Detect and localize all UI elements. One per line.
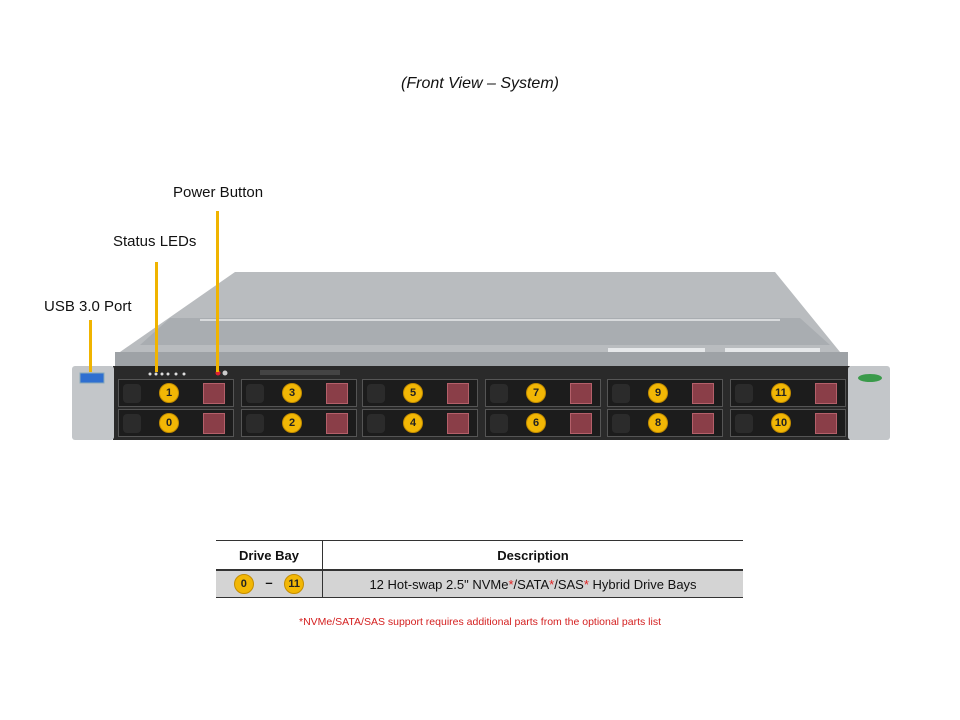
drive-grill-icon <box>612 414 630 433</box>
drive-grill-icon <box>612 384 630 403</box>
bay-number-badge: 6 <box>526 413 546 433</box>
drive-grill-icon <box>735 414 753 433</box>
drive-grill-icon <box>490 414 508 433</box>
usb-port-icon <box>79 372 105 384</box>
drive-release-latch[interactable] <box>203 413 225 434</box>
desc-text: /SAS <box>554 576 584 592</box>
drive-bay[interactable]: 3 <box>241 379 357 407</box>
bay-number-badge: 5 <box>403 383 423 403</box>
header-description: Description <box>322 540 743 571</box>
desc-text: /SATA <box>513 576 550 592</box>
callout-line-usb <box>89 320 92 372</box>
drive-bay[interactable]: 5 <box>362 379 478 407</box>
asterisk: * <box>583 576 589 592</box>
bay-badge-end: 11 <box>284 574 305 594</box>
asterisk: * <box>549 576 555 592</box>
table-row: 0 – 11 12 Hot-swap 2.5" NVMe*/SATA*/SAS*… <box>216 570 743 598</box>
drive-release-latch[interactable] <box>692 383 714 404</box>
callout-line-power <box>216 211 219 372</box>
callout-line-leds <box>155 262 158 372</box>
drive-release-latch[interactable] <box>570 413 592 434</box>
left-rack-ear <box>72 366 114 440</box>
desc-text: Hybrid Drive Bays <box>588 576 697 592</box>
drive-bay[interactable]: 1 <box>118 379 234 407</box>
drive-grill-icon <box>735 384 753 403</box>
header-drive-bay: Drive Bay <box>216 540 323 571</box>
bay-number-badge: 10 <box>771 413 791 433</box>
drive-bay[interactable]: 9 <box>607 379 723 407</box>
drive-bay-table: Drive Bay Description 0 – 11 12 Hot-swap… <box>216 540 743 598</box>
drive-grill-icon <box>490 384 508 403</box>
bay-number-badge: 8 <box>648 413 668 433</box>
drive-bay[interactable]: 4 <box>362 409 478 437</box>
drive-release-latch[interactable] <box>203 383 225 404</box>
asterisk: * <box>508 576 514 592</box>
drive-release-latch[interactable] <box>326 383 348 404</box>
footnote: *NVMe/SATA/SAS support requires addition… <box>298 616 662 628</box>
bay-number-badge: 0 <box>159 413 179 433</box>
drive-grill-icon <box>246 414 264 433</box>
drive-bay[interactable]: 10 <box>730 409 846 437</box>
drive-grill-icon <box>367 384 385 403</box>
drive-release-latch[interactable] <box>692 413 714 434</box>
drive-bay[interactable]: 2 <box>241 409 357 437</box>
bay-badge-start: 0 <box>233 574 254 594</box>
drive-release-latch[interactable] <box>570 383 592 404</box>
range-dash: – <box>265 575 273 591</box>
drive-bay[interactable]: 8 <box>607 409 723 437</box>
drive-grill-icon <box>123 414 141 433</box>
bay-number-badge: 9 <box>648 383 668 403</box>
drive-grill-icon <box>123 384 141 403</box>
callout-status-leds: Status LEDs <box>113 233 197 250</box>
logo-badge <box>858 374 882 382</box>
bay-number-badge: 7 <box>526 383 546 403</box>
bay-number-badge: 2 <box>282 413 302 433</box>
drive-release-latch[interactable] <box>815 413 837 434</box>
bay-number-badge: 4 <box>403 413 423 433</box>
callout-usb-port: USB 3.0 Port <box>44 298 132 315</box>
callout-power-button: Power Button <box>173 184 264 201</box>
drive-grill-icon <box>246 384 264 403</box>
drive-release-latch[interactable] <box>447 413 469 434</box>
description-cell: 12 Hot-swap 2.5" NVMe*/SATA*/SAS* Hybrid… <box>322 570 743 598</box>
drive-bay[interactable]: 7 <box>485 379 601 407</box>
right-rack-ear <box>848 366 890 440</box>
server-chassis-image <box>72 272 890 440</box>
drive-release-latch[interactable] <box>447 383 469 404</box>
bay-number-badge: 11 <box>771 383 791 403</box>
drive-bay[interactable]: 11 <box>730 379 846 407</box>
drive-release-latch[interactable] <box>815 383 837 404</box>
bay-number-badge: 1 <box>159 383 179 403</box>
desc-text: 12 Hot-swap 2.5" NVMe <box>369 576 509 592</box>
bay-number-badge: 3 <box>282 383 302 403</box>
drive-bay[interactable]: 0 <box>118 409 234 437</box>
drive-bay[interactable]: 6 <box>485 409 601 437</box>
drive-bay-range: 0 – 11 <box>216 570 323 598</box>
page-title: (Front View – System) <box>401 75 559 92</box>
status-leds-icon <box>148 372 186 376</box>
drive-release-latch[interactable] <box>326 413 348 434</box>
drive-grill-icon <box>367 414 385 433</box>
